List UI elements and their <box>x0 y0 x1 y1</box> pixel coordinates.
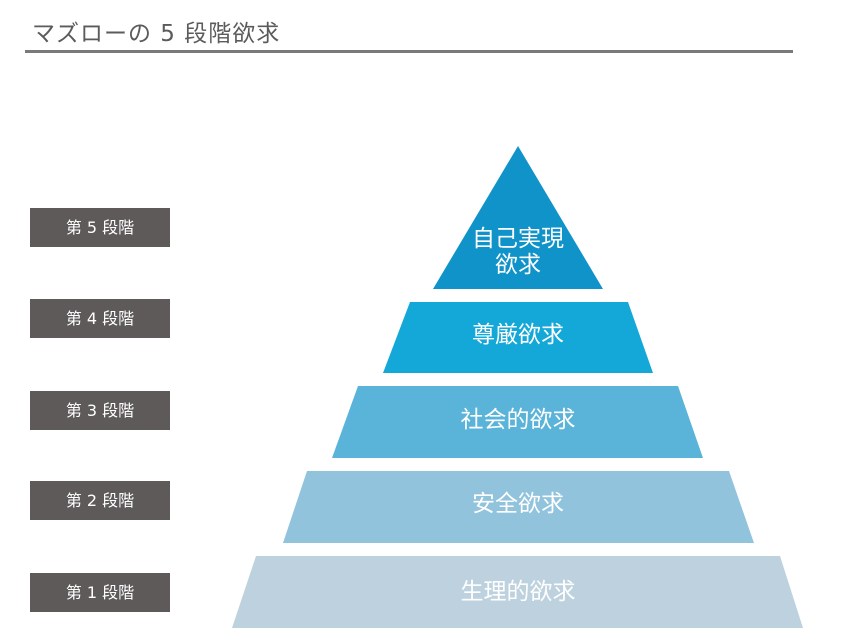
tier-physiological <box>232 556 803 628</box>
tier-esteem <box>383 302 653 373</box>
stage-label-4: 第 4 段階 <box>30 299 170 338</box>
stage-label-1: 第 1 段階 <box>30 573 170 612</box>
title-divider <box>25 50 793 53</box>
stage-label-2: 第 2 段階 <box>30 481 170 520</box>
tier-safety <box>283 471 754 543</box>
tier-label-esteem: 尊厳欲求 <box>472 322 564 348</box>
tier-label-safety: 安全欲求 <box>472 491 564 517</box>
tier-label-self-actualization: 自己実現 欲求 <box>472 226 564 278</box>
tier-label-physiological: 生理的欲求 <box>460 579 576 605</box>
tier-self-actualization <box>433 146 603 289</box>
page-title: マズローの 5 段階欲求 <box>32 21 281 47</box>
tier-label-social: 社会的欲求 <box>460 407 576 433</box>
stage-label-3: 第 3 段階 <box>30 391 170 430</box>
tier-social <box>332 386 703 458</box>
stage-label-5: 第 5 段階 <box>30 208 170 247</box>
